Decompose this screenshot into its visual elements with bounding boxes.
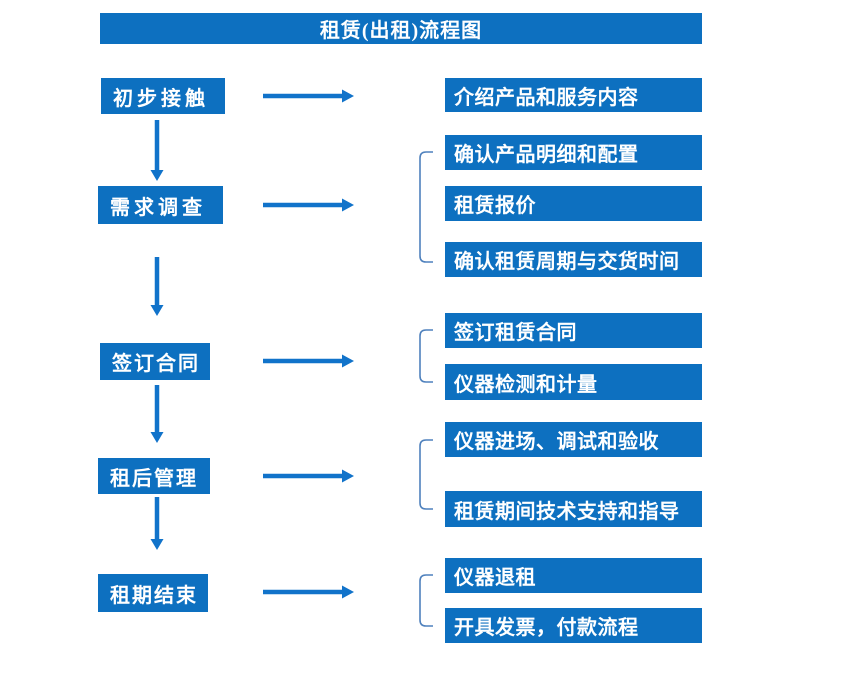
- stage-box-initial-contact: 初步接触: [101, 78, 225, 114]
- stage-box-sign-contract: 签订合同: [100, 343, 210, 380]
- stage-box-demand-survey: 需求调查: [98, 186, 223, 224]
- detail-box-confirm-product-details: 确认产品明细和配置: [445, 135, 702, 170]
- right-arrow-3: [263, 354, 354, 368]
- down-arrow-2: [150, 257, 164, 316]
- group-bracket-post-rental: [419, 439, 433, 510]
- group-bracket-sign-contract: [419, 329, 433, 383]
- group-bracket-rental-end: [419, 574, 433, 627]
- down-arrow-3: [150, 385, 164, 443]
- detail-box-sign-rental-contract: 签订租赁合同: [445, 313, 702, 348]
- detail-box-instrument-return: 仪器退租: [445, 558, 702, 593]
- group-bracket-demand-survey: [419, 151, 433, 263]
- right-arrow-1: [263, 89, 354, 103]
- right-arrow-5: [263, 585, 354, 599]
- detail-box-rental-quotation: 租赁报价: [445, 186, 702, 221]
- detail-box-confirm-period-delivery: 确认租赁周期与交货时间: [445, 242, 702, 277]
- down-arrow-1: [150, 120, 164, 181]
- stage-box-rental-end: 租期结束: [98, 574, 208, 612]
- detail-box-introduce-products: 介绍产品和服务内容: [445, 78, 702, 112]
- detail-box-technical-support: 租赁期间技术支持和指导: [445, 491, 702, 527]
- right-arrow-4: [263, 469, 354, 483]
- detail-box-invoice-payment: 开具发票，付款流程: [445, 608, 702, 643]
- page-title: 租赁(出租)流程图: [100, 13, 702, 44]
- right-arrow-2: [263, 198, 354, 212]
- detail-box-instrument-inspection: 仪器检测和计量: [445, 364, 702, 400]
- stage-box-post-rental-management: 租后管理: [98, 458, 210, 494]
- down-arrow-4: [150, 497, 164, 550]
- detail-box-instrument-entry-acceptance: 仪器进场、调试和验收: [445, 422, 702, 457]
